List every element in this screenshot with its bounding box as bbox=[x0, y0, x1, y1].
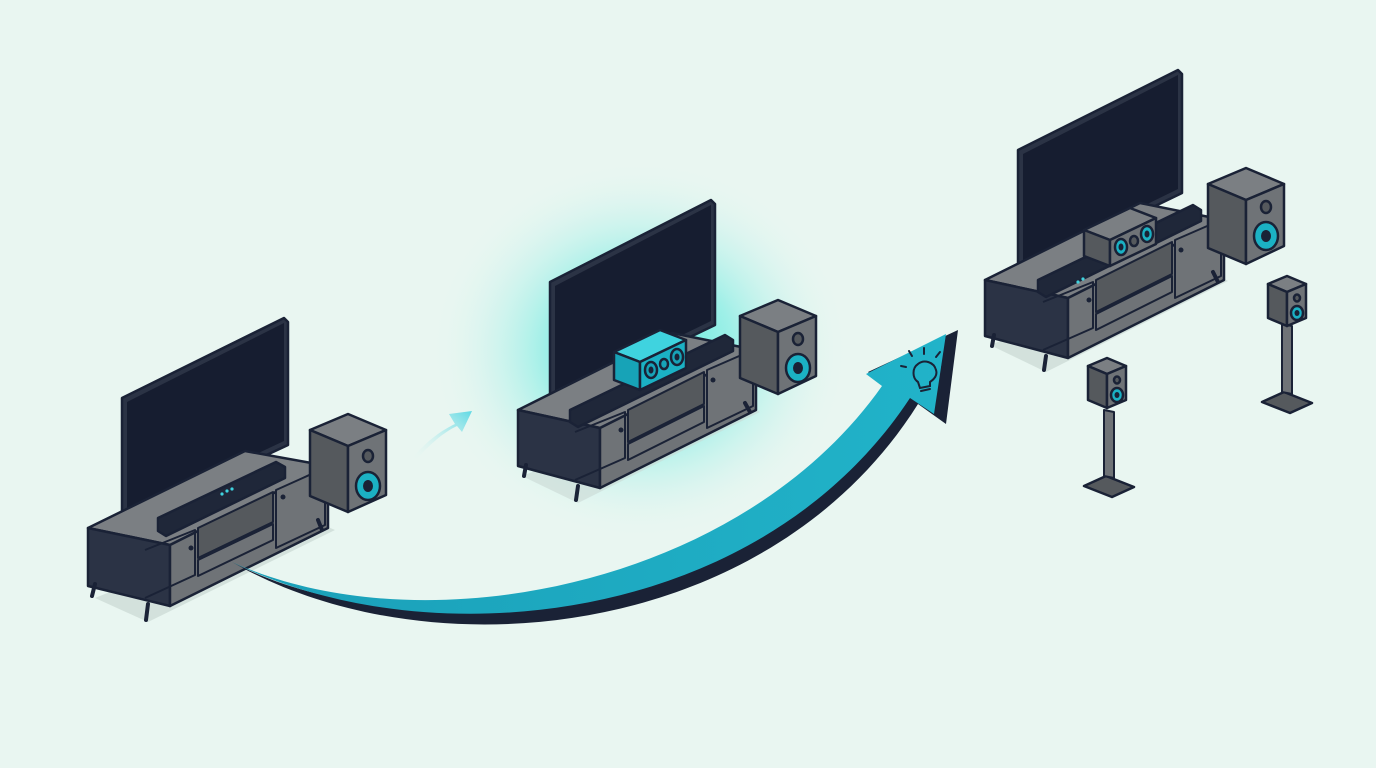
bookshelf-speaker bbox=[738, 298, 818, 396]
stage-3 bbox=[983, 68, 1314, 499]
soundbar bbox=[156, 460, 287, 538]
small-arrow bbox=[412, 411, 472, 460]
center-speaker bbox=[612, 328, 688, 392]
bookshelf-speaker bbox=[308, 412, 388, 514]
lightbulb-icon bbox=[900, 347, 948, 392]
satellite-speaker-right bbox=[1260, 274, 1314, 415]
stage-2 bbox=[516, 198, 818, 503]
satellite-speaker-left bbox=[1082, 356, 1136, 499]
large-curved-arrow bbox=[232, 330, 958, 625]
stage-1 bbox=[86, 316, 388, 622]
bookshelf-speaker bbox=[1206, 166, 1286, 266]
center-speaker bbox=[1082, 206, 1158, 268]
